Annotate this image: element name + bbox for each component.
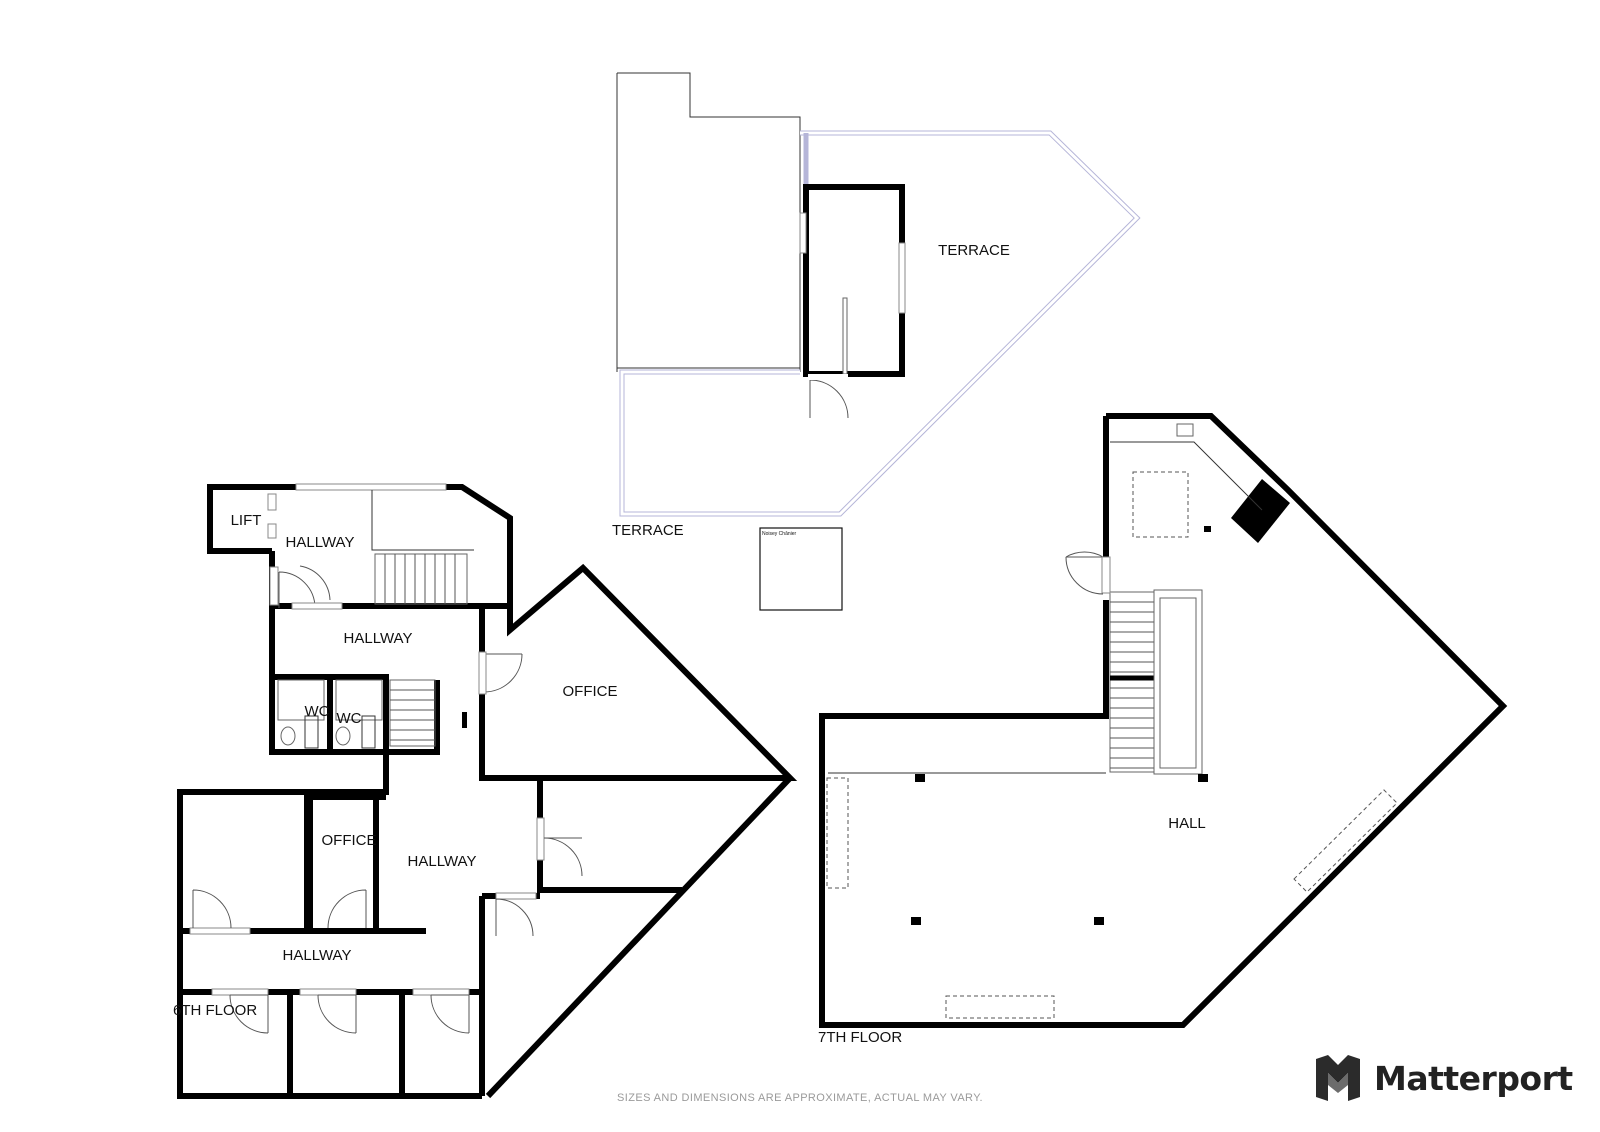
fixture-box (759, 527, 843, 611)
matterport-logo-icon (1316, 1055, 1360, 1101)
label-hallway-top: HALLWAY (286, 534, 355, 551)
top-stairs (374, 553, 468, 605)
label-hallway-mid: HALLWAY (344, 630, 413, 647)
label-terrace-upper: TERRACE (938, 242, 1010, 259)
terrace-room-walls (803, 184, 905, 377)
label-wc-right: WC (337, 710, 362, 727)
office-triangle-walls (479, 563, 798, 781)
lift-walls (207, 484, 272, 554)
label-wc-left: WC (305, 703, 330, 720)
terrace-area (616, 72, 1141, 611)
hall-door (1065, 551, 1104, 595)
label-lift: LIFT (231, 512, 262, 529)
seventh-floor (819, 413, 1508, 1028)
brand-logo: Matterport (1316, 1054, 1573, 1102)
label-fixture-note: Noisey Chânier (762, 531, 797, 537)
label-sixth-floor: 6TH FLOOR (173, 1002, 257, 1019)
hall-stairs (1109, 589, 1203, 775)
middle-stairs (389, 679, 436, 747)
terrace-door (809, 379, 849, 419)
sixth-floor (177, 483, 798, 1099)
label-hallway-center: HALLWAY (408, 853, 477, 870)
label-office-small: OFFICE (322, 832, 377, 849)
label-office-triangle: OFFICE (563, 683, 618, 700)
disclaimer-text: SIZES AND DIMENSIONS ARE APPROXIMATE, AC… (617, 1092, 983, 1104)
label-terrace-lower: TERRACE (612, 522, 684, 539)
label-hall: HALL (1168, 815, 1206, 832)
brand-name: Matterport (1374, 1058, 1573, 1098)
label-seventh-floor: 7TH FLOOR (818, 1029, 902, 1046)
label-hallway-bottom: HALLWAY (283, 947, 352, 964)
hall-walls (819, 413, 1508, 1028)
